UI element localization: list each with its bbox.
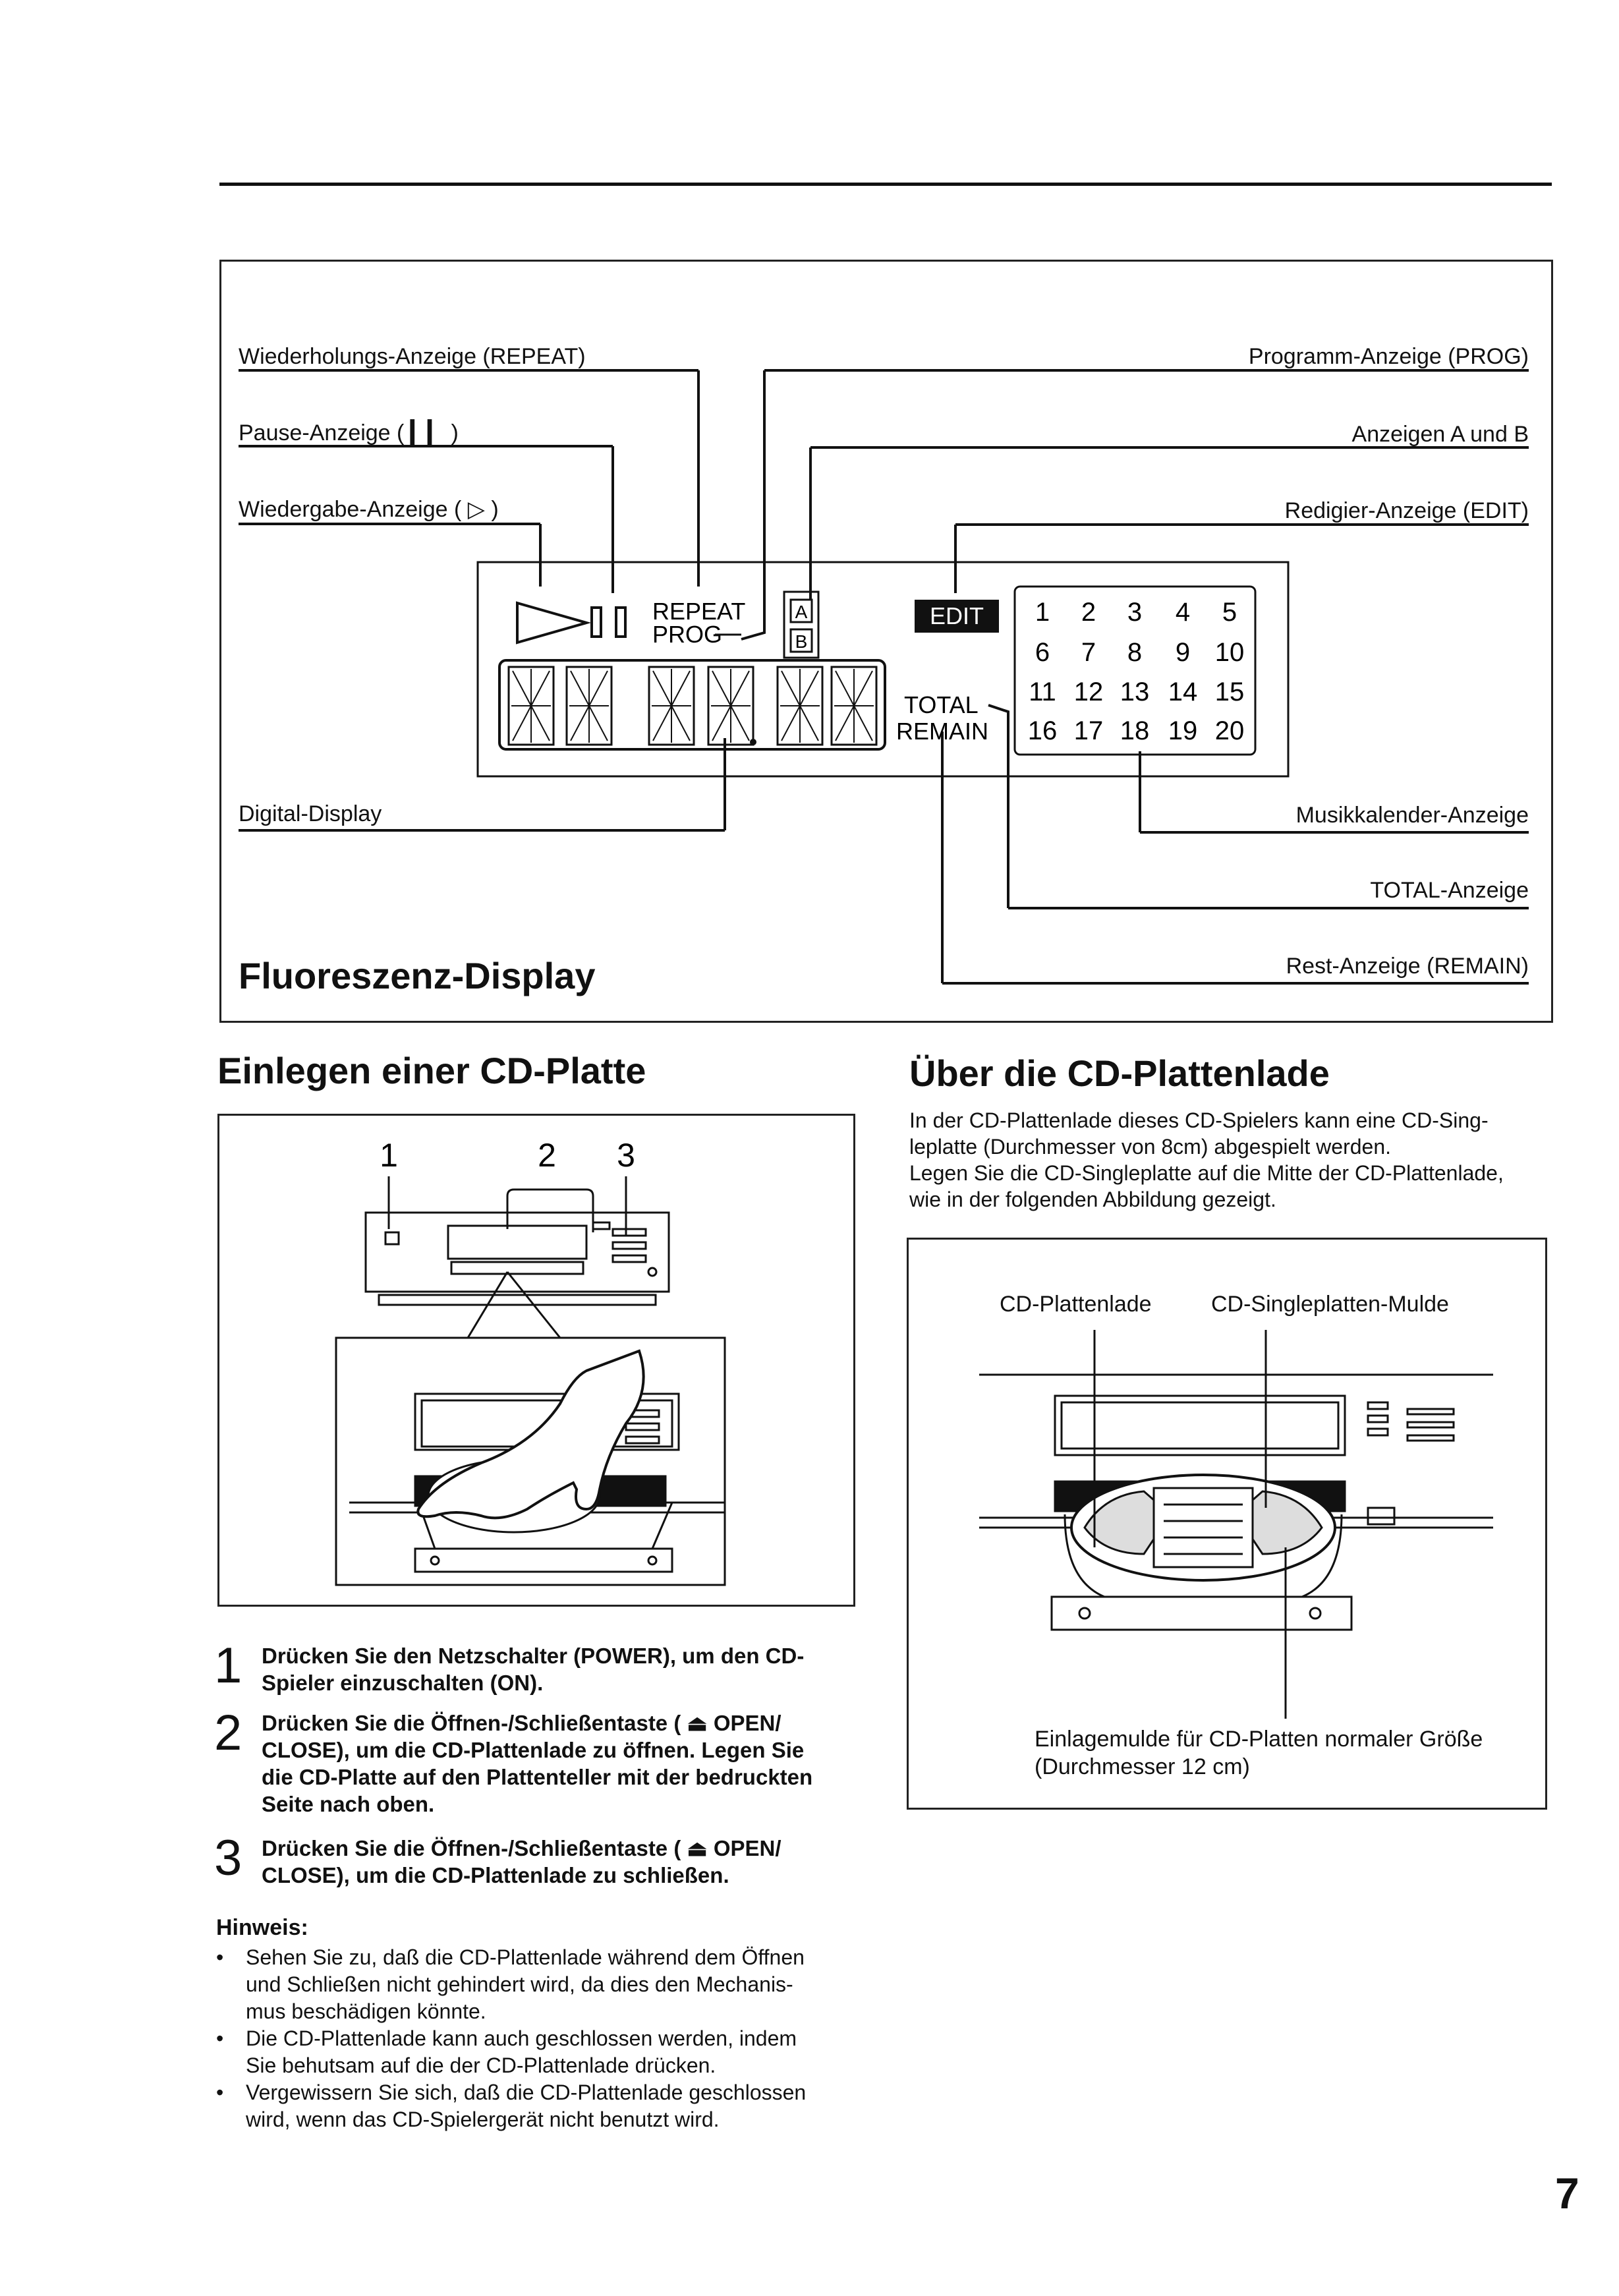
- note-item: • Die CD-Plattenlade kann auch geschloss…: [216, 2025, 806, 2079]
- cal-4: 4: [1176, 598, 1190, 627]
- cal-5: 5: [1222, 598, 1237, 627]
- label-pause: Pause-Anzeige ( ▎▎ ): [239, 420, 459, 445]
- label-calendar: Musikkalender-Anzeige: [1295, 803, 1529, 828]
- cal-2: 2: [1081, 598, 1096, 627]
- step-3-line-1: Drücken Sie die Öffnen-/Schließentaste (…: [262, 1836, 781, 1860]
- callout-3: 3: [617, 1137, 635, 1174]
- cal-16: 16: [1028, 716, 1058, 745]
- note-1-line-3: mus beschädigen könnte.: [246, 1999, 486, 2023]
- step-1-line-1: Drücken Sie den Netzschalter (POWER), um…: [262, 1644, 805, 1668]
- tray-intro-line-4: wie in der folgenden Abbildung gezeigt.: [909, 1188, 1276, 1211]
- cal-19: 19: [1168, 716, 1198, 745]
- tray-intro-line-2: leplatte (Durchmesser von 8cm) abgespiel…: [909, 1135, 1391, 1159]
- cal-12: 12: [1074, 677, 1104, 706]
- panel-edit: EDIT: [930, 602, 984, 629]
- note-1-line-1: Sehen Sie zu, daß die CD-Plattenlade wäh…: [246, 1945, 805, 1969]
- panel-b: B: [795, 631, 808, 652]
- cal-8: 8: [1127, 638, 1142, 667]
- cal-7: 7: [1081, 638, 1096, 667]
- step-2-line-1: Drücken Sie die Öffnen-/Schließentaste (…: [262, 1711, 781, 1735]
- label-prog: Programm-Anzeige (PROG): [1248, 344, 1529, 369]
- insert-figure-box: [217, 1114, 855, 1607]
- panel-a: A: [795, 602, 808, 622]
- step-2-line-4: Seite nach oben.: [262, 1792, 435, 1816]
- cal-15: 15: [1215, 677, 1245, 706]
- note-item: • Sehen Sie zu, daß die CD-Plattenlade w…: [216, 1944, 806, 2025]
- label-repeat: Wiederholungs-Anzeige (REPEAT): [239, 344, 586, 369]
- label-normal: Einlagemulde für CD-Platten normaler Grö…: [1035, 1725, 1483, 1781]
- cal-14: 14: [1168, 677, 1198, 706]
- label-normal-line-2: (Durchmesser 12 cm): [1035, 1754, 1250, 1779]
- note-title: Hinweis:: [216, 1915, 308, 1940]
- step-2-line-3: die CD-Platte auf den Plattenteller mit …: [262, 1765, 813, 1789]
- display-title: Fluoreszenz-Display: [239, 955, 596, 996]
- callout-1: 1: [380, 1137, 398, 1174]
- display-diagram: REPEAT PROG A B EDIT TOTAL REMAIN 1 2 3 …: [239, 369, 1529, 985]
- note-list: • Sehen Sie zu, daß die CD-Plattenlade w…: [216, 1944, 806, 2133]
- insert-figure: 1 2 3: [335, 1137, 726, 1586]
- cal-17: 17: [1074, 716, 1104, 745]
- note-3-line-1: Vergewissern Sie sich, daß die CD-Platte…: [246, 2081, 807, 2104]
- label-play: Wiedergabe-Anzeige ( ▷ ): [239, 497, 499, 522]
- label-tray: CD-Plattenlade: [1000, 1292, 1152, 1317]
- label-remain: Rest-Anzeige (REMAIN): [1286, 954, 1529, 979]
- tray-figure-box: [907, 1238, 1547, 1810]
- label-total: TOTAL-Anzeige: [1370, 878, 1529, 903]
- step-1-number: 1: [214, 1638, 242, 1694]
- panel-repeat: REPEAT: [652, 598, 745, 625]
- tray-intro-line-1: In der CD-Plattenlade dieses CD-Spielers…: [909, 1108, 1489, 1132]
- step-3-number: 3: [214, 1830, 242, 1886]
- step-3-line-2: CLOSE), um die CD-Plattenlade zu schließ…: [262, 1863, 729, 1887]
- top-rule: [219, 183, 1552, 186]
- note-1-line-2: und Schließen nicht gehindert wird, da d…: [246, 1972, 793, 1996]
- label-ab: Anzeigen A und B: [1351, 422, 1529, 447]
- note-2-line-2: Sie behutsam auf die der CD-Plattenlade …: [246, 2053, 716, 2077]
- cal-20: 20: [1215, 716, 1245, 745]
- tray-intro-line-3: Legen Sie die CD-Singleplatte auf die Mi…: [909, 1161, 1504, 1185]
- step-1-line-2: Spieler einzuschalten (ON).: [262, 1671, 544, 1695]
- label-digital: Digital-Display: [239, 801, 382, 826]
- cal-6: 6: [1035, 638, 1050, 667]
- cal-11: 11: [1029, 677, 1056, 706]
- cal-9: 9: [1176, 638, 1190, 667]
- display-diagram-box: [219, 260, 1553, 1023]
- tray-heading: Über die CD-Plattenlade: [909, 1052, 1330, 1094]
- cal-1: 1: [1035, 598, 1050, 627]
- step-2-number: 2: [214, 1705, 242, 1761]
- label-edit: Redigier-Anzeige (EDIT): [1284, 498, 1529, 523]
- tray-figure: [979, 1330, 1493, 1719]
- insert-heading: Einlegen einer CD-Platte: [217, 1050, 646, 1091]
- tray-intro: In der CD-Plattenlade dieses CD-Spielers…: [909, 1107, 1504, 1213]
- cal-13: 13: [1120, 677, 1150, 706]
- panel-total: TOTAL: [904, 691, 979, 718]
- note-3-line-2: wird, wenn das CD-Spielergerät nicht ben…: [246, 2108, 720, 2131]
- cal-10: 10: [1215, 638, 1245, 667]
- panel-remain: REMAIN: [896, 718, 988, 745]
- panel-prog: PROG: [652, 621, 722, 648]
- step-2-line-2: CLOSE), um die CD-Plattenlade zu öffnen.…: [262, 1738, 805, 1762]
- note-2-line-1: Die CD-Plattenlade kann auch geschlossen…: [246, 2026, 797, 2050]
- callout-2: 2: [538, 1137, 556, 1174]
- page-number: 7: [1555, 2169, 1579, 2218]
- label-normal-line-1: Einlagemulde für CD-Platten normaler Grö…: [1035, 1727, 1483, 1752]
- label-single: CD-Singleplatten-Mulde: [1211, 1292, 1449, 1317]
- note-item: • Vergewissern Sie sich, daß die CD-Plat…: [216, 2079, 806, 2133]
- cal-3: 3: [1127, 598, 1142, 627]
- cal-18: 18: [1120, 716, 1150, 745]
